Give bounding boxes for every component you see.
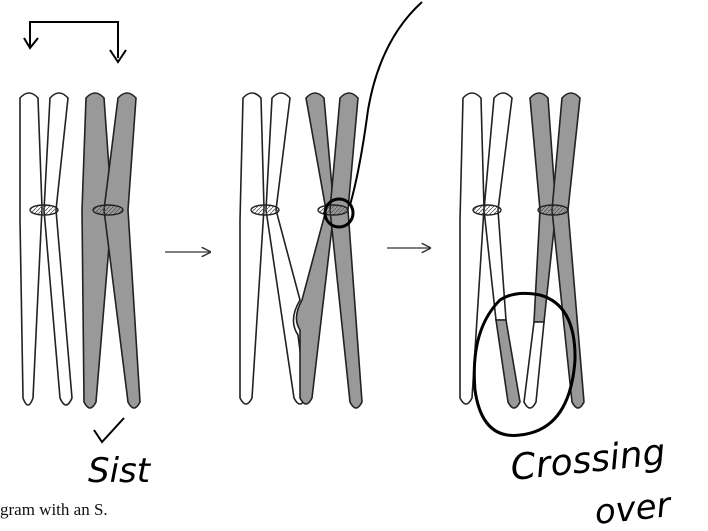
chromosome-light-3 [460,93,520,408]
chromosome-light-2 [240,93,306,404]
exchanged-segment-light [524,322,544,408]
crossing-label-line1: Crossing [509,432,668,489]
stage-3 [460,93,584,408]
centromere [473,205,501,215]
sister-check-mark [94,418,124,442]
centromere [30,205,58,215]
exchanged-segment-dark [496,320,520,408]
caption-fragment: gram with an S. [0,500,108,520]
centromere [538,205,568,215]
crossing-over-circle-annotation [474,293,575,435]
crossing-label-line2: over [593,485,675,531]
centromere [93,205,123,215]
chromosome-light-1 [20,93,72,405]
sister-label: Sist [88,451,152,491]
centromere [251,205,279,215]
chromosome-dark-1 [82,93,140,408]
stage-1 [20,93,140,408]
stage-2 [240,93,362,408]
sister-bracket-annotation [24,22,126,62]
centromere [318,205,348,215]
chromosome-dark-2 [296,93,362,408]
